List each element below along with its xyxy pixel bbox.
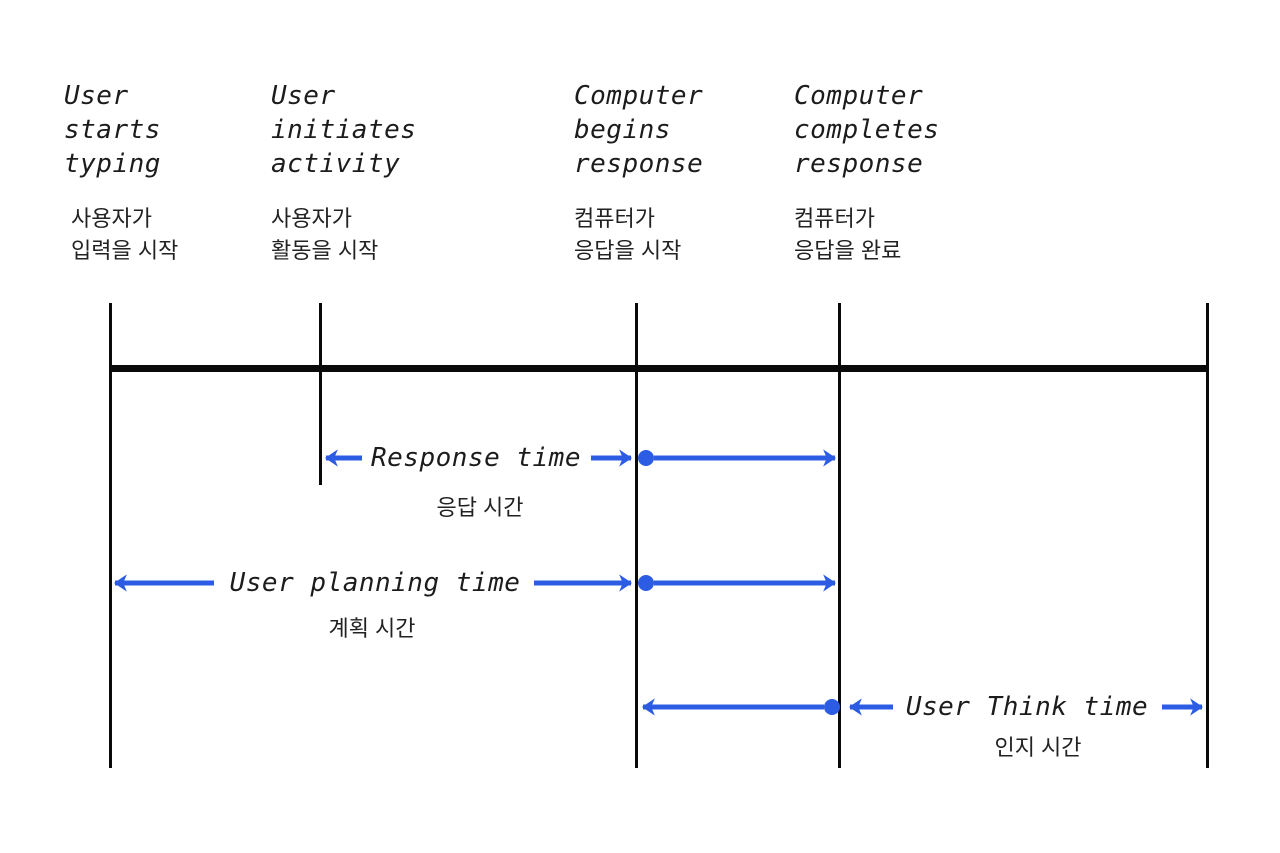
planning-time-dot [638,575,654,591]
tick-computer-completes-response [838,303,841,768]
event-label-computer-completes-response: Computer completes response [794,81,940,179]
think-time-label: User Think time [905,692,1149,722]
event-label-ko-user-initiates-activity: 사용자가 활동을 시작 [271,206,379,263]
tick-user-starts-typing [109,303,112,768]
event-label-user-starts-typing: User starts typing [64,81,161,179]
event-label-computer-begins-response: Computer begins response [574,81,704,179]
tick-end-of-timeline [1206,303,1209,768]
response-time-label: Response time [371,443,581,473]
event-label-ko-computer-completes-response: 컴퓨터가 응답을 완료 [794,206,902,263]
planning-time-label: User planning time [229,568,521,598]
event-label-ko-user-starts-typing: 사용자가 입력을 시작 [71,206,179,263]
tick-computer-begins-response [635,303,638,768]
planning-time-label-ko: 계획 시간 [328,616,416,641]
tick-user-initiates-activity [319,303,322,485]
event-label-ko-computer-begins-response: 컴퓨터가 응답을 시작 [574,206,682,263]
timeline-axis [109,365,1209,372]
think-time-label-ko: 인지 시간 [994,735,1082,760]
response-time-label-ko: 응답 시간 [436,495,524,520]
response-time-dot [638,450,654,466]
event-label-user-initiates-activity: User initiates activity [271,81,417,179]
